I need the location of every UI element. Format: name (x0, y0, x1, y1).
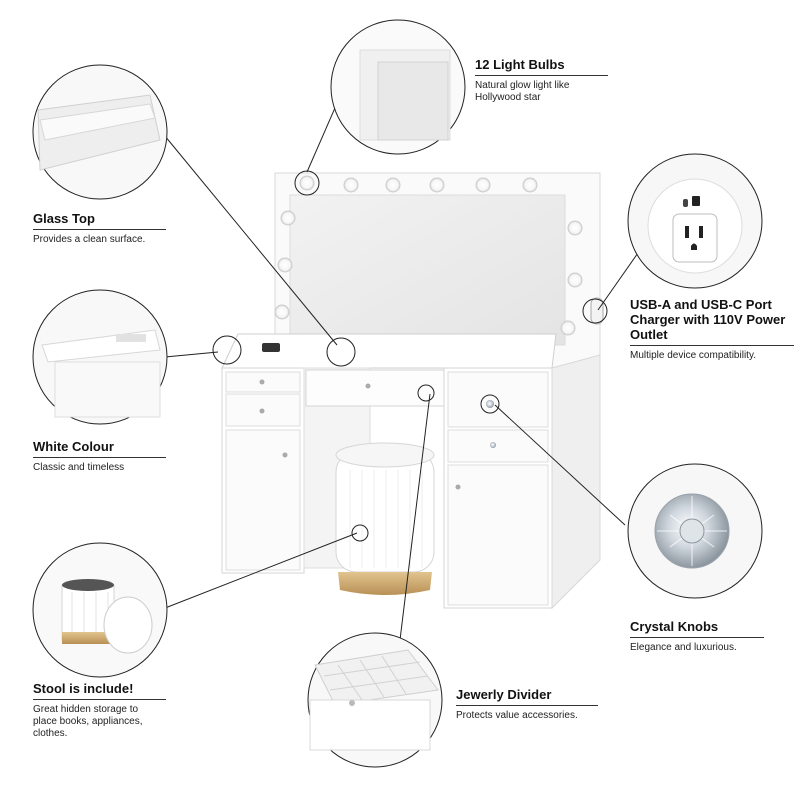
feature-desc: Multiple device compatibility. (630, 350, 756, 361)
feature-stool: Stool is include! Great hidden storage t… (33, 681, 166, 740)
feature-light-bulbs: 12 Light Bulbs Natural glow light like H… (475, 57, 608, 104)
detail-charger (627, 153, 763, 289)
feature-desc: Natural glow light like Hollywood star (475, 80, 570, 103)
feature-jewelry-divider: Jewerly Divider Protects value accessori… (456, 687, 598, 722)
mirror-glass (289, 194, 566, 346)
feature-charger: USB-A and USB-C Port Charger with 110V P… (630, 297, 794, 362)
feature-crystal-knobs: Crystal Knobs Elegance and luxurious. (630, 619, 764, 654)
stool (335, 442, 435, 595)
feature-title: White Colour (33, 439, 166, 458)
feature-desc: Classic and timeless (33, 462, 125, 473)
detail-jewelry-divider (307, 632, 443, 768)
detail-crystal-knobs (627, 463, 763, 599)
feature-title: Stool is include! (33, 681, 166, 700)
feature-title: 12 Light Bulbs (475, 57, 608, 76)
mirror-bulbs (274, 175, 583, 336)
detail-light-bulbs (330, 19, 466, 155)
feature-desc: Protects value accessories. (456, 710, 578, 721)
vanity-illustration (221, 172, 604, 610)
feature-title: Crystal Knobs (630, 619, 764, 638)
feature-desc: Elegance and luxurious. (630, 642, 737, 653)
detail-glass-top (32, 64, 168, 200)
detail-white-colour (32, 289, 168, 425)
feature-title: Glass Top (33, 211, 166, 230)
callout-lines (159, 84, 641, 641)
detail-stool (32, 542, 168, 678)
feature-title: USB-A and USB-C Port Charger with 110V P… (630, 297, 794, 346)
feature-glass-top: Glass Top Provides a clean surface. (33, 211, 166, 246)
feature-title: Jewerly Divider (456, 687, 598, 706)
feature-white-colour: White Colour Classic and timeless (33, 439, 166, 474)
feature-desc: Great hidden storage to place books, app… (33, 704, 143, 739)
callout-markers (212, 170, 608, 542)
feature-desc: Provides a clean surface. (33, 234, 146, 245)
center-drawer (305, 369, 445, 407)
